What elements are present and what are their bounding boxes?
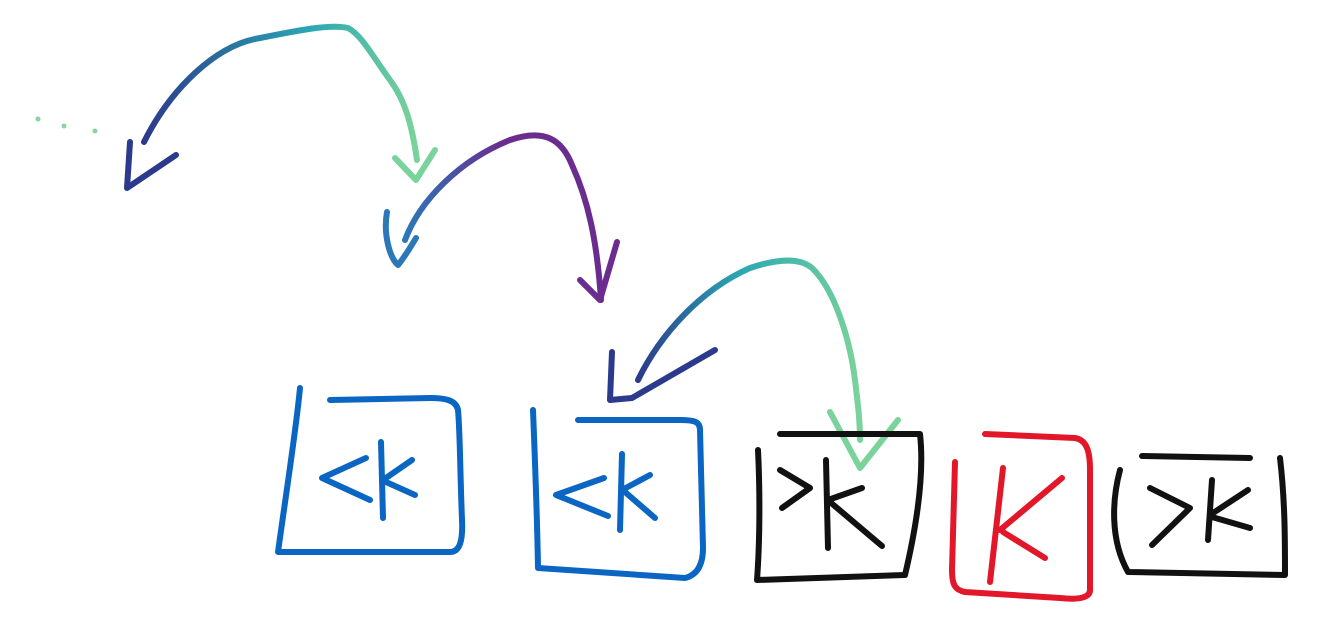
- arrow-3-target-head: [827, 409, 901, 471]
- ellipsis-text: ...: [30, 105, 31, 106]
- arrow-2-target-head: [577, 239, 620, 303]
- box-4-symbol: [987, 465, 1065, 585]
- arrow-1-head: [124, 139, 179, 191]
- arrow-2: [382, 132, 620, 303]
- arrow-1-target-head: [392, 147, 438, 183]
- box-3-label: >k: [830, 508, 832, 511]
- box-3-border: [754, 431, 925, 583]
- box-2-symbol: [553, 451, 658, 533]
- box-5-border: [1111, 453, 1288, 578]
- arrow-1: [124, 23, 438, 191]
- dot: [35, 116, 41, 122]
- box-1: <k: [275, 385, 466, 555]
- box-4-label: k: [1020, 519, 1021, 521]
- box-1-label: <k: [360, 478, 362, 481]
- arrow-1-curve: [141, 23, 420, 163]
- arrow-3-head: [607, 347, 718, 403]
- box-1-symbol: [319, 439, 418, 521]
- arrow-2-head: [382, 209, 419, 268]
- box-5: >k: [1111, 453, 1288, 578]
- arrow-3-curve: [635, 257, 863, 443]
- arrow-2-curve: [402, 132, 604, 303]
- box-2-border: [530, 407, 706, 581]
- box-5-symbol: [1147, 477, 1253, 548]
- box-4: k: [949, 431, 1093, 602]
- box-1-border: [275, 385, 466, 555]
- box-3: >k: [754, 431, 925, 583]
- dot: [61, 123, 67, 129]
- dot: [92, 128, 98, 134]
- ellipsis-dots: [35, 116, 98, 134]
- box-2: <k: [530, 407, 706, 581]
- box-2-label: <k: [610, 498, 612, 501]
- box-5-label: >k: [1200, 518, 1202, 521]
- box-4-border: [949, 431, 1093, 602]
- box-3-symbol: [777, 457, 885, 551]
